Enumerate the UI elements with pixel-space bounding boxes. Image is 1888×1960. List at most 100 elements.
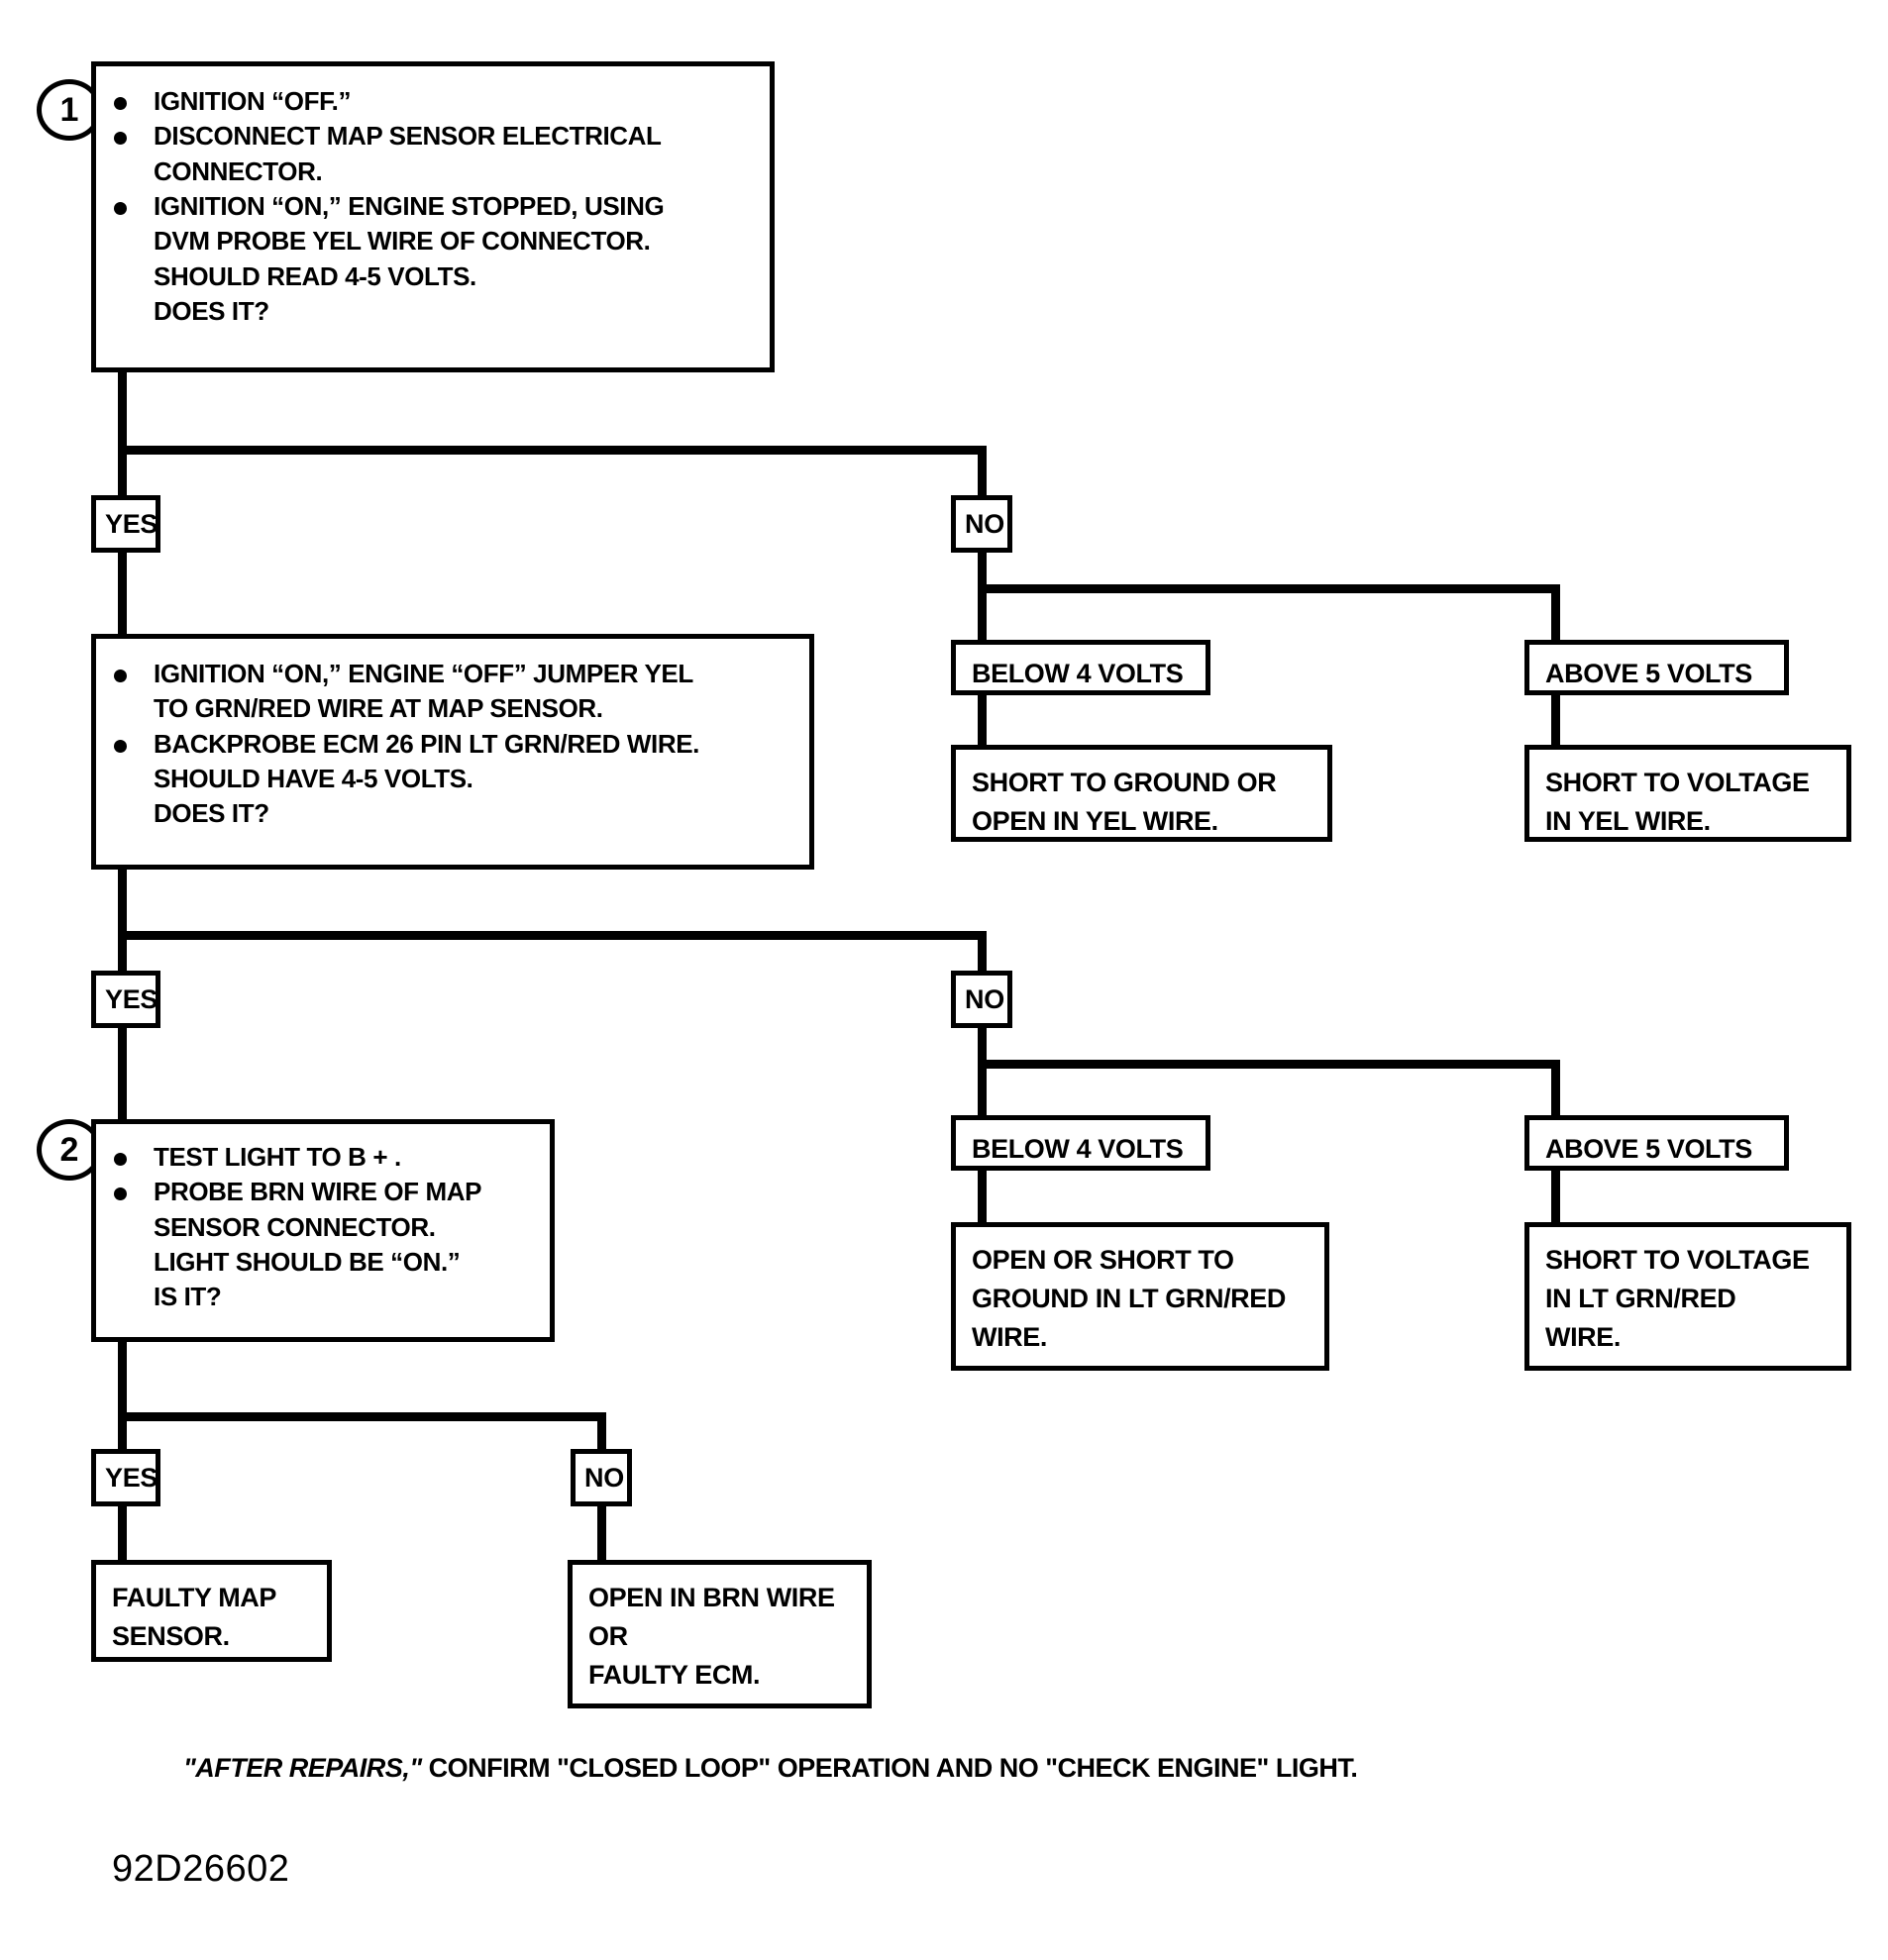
result-open-short-ltgrnred-line-2: GROUND IN LT GRN/RED xyxy=(972,1284,1286,1314)
step-2-line-3: BACKPROBE ECM 26 PIN LT GRN/RED WIRE. xyxy=(154,728,699,759)
step-1-line-6: SHOULD READ 4-5 VOLTS. xyxy=(154,260,476,291)
below-4-volts-box-1: BELOW 4 VOLTS xyxy=(951,640,1210,695)
step-3-line-3: SENSOR CONNECTOR. xyxy=(154,1211,436,1242)
below-4-volts-box-2: BELOW 4 VOLTS xyxy=(951,1115,1210,1171)
step-2-item-2: BACKPROBE ECM 26 PIN LT GRN/RED WIRE. SH… xyxy=(108,727,799,832)
step-marker-1-label: 1 xyxy=(59,90,79,129)
connector-below2-to-result xyxy=(978,1169,987,1228)
step-1-line-1: IGNITION “OFF.” xyxy=(154,86,352,116)
connector-above1-down xyxy=(1551,584,1560,640)
step-3-box: TEST LIGHT TO B + . PROBE BRN WIRE OF MA… xyxy=(91,1119,555,1342)
document-id: 92D26602 xyxy=(112,1848,290,1890)
after-repairs-emphasis: "AFTER REPAIRS," xyxy=(183,1753,422,1783)
step-2-line-1: IGNITION “ON,” ENGINE “OFF” JUMPER YEL xyxy=(154,659,693,688)
connector-no2-stem xyxy=(978,1026,987,1068)
step-3-line-4: LIGHT SHOULD BE “ON.” xyxy=(154,1247,461,1278)
step-1-item-1: IGNITION “OFF.” xyxy=(108,84,760,119)
step-3-item-2: PROBE BRN WIRE OF MAP SENSOR CONNECTOR. … xyxy=(108,1175,540,1314)
connector-above1-to-result xyxy=(1551,693,1560,751)
result-short-voltage-yel-line-1: SHORT TO VOLTAGE xyxy=(1545,768,1810,797)
branch-label-no-2-text: NO xyxy=(965,983,1004,1014)
branch-label-yes-1-text: YES xyxy=(105,508,158,539)
connector-no1-split xyxy=(978,584,1560,593)
connector-no3-to-result xyxy=(597,1504,606,1564)
connector-step3-down xyxy=(118,1342,127,1419)
branch-label-yes-3: YES xyxy=(91,1449,160,1506)
branch-label-no-1-text: NO xyxy=(965,508,1004,539)
connector-yes1-down xyxy=(118,446,127,499)
step-2-box: IGNITION “ON,” ENGINE “OFF” JUMPER YEL T… xyxy=(91,634,814,870)
branch-label-no-1: NO xyxy=(951,495,1012,553)
after-repairs-rest: CONFIRM "CLOSED LOOP" OPERATION AND NO "… xyxy=(421,1753,1358,1783)
result-short-ground-yel-box: SHORT TO GROUND OR OPEN IN YEL WIRE. xyxy=(951,745,1332,842)
branch-label-yes-2-text: YES xyxy=(105,983,158,1014)
result-open-short-ltgrnred-box: OPEN OR SHORT TO GROUND IN LT GRN/RED WI… xyxy=(951,1222,1329,1371)
branch-label-no-2: NO xyxy=(951,971,1012,1028)
connector-yes3-to-result xyxy=(118,1504,127,1564)
step-3-list: TEST LIGHT TO B + . PROBE BRN WIRE OF MA… xyxy=(108,1140,540,1315)
step-3-line-5: IS IT? xyxy=(154,1282,222,1312)
result-open-short-ltgrnred-line-3: WIRE. xyxy=(972,1322,1047,1353)
step-2-item-1: IGNITION “ON,” ENGINE “OFF” JUMPER YEL T… xyxy=(108,657,799,727)
step-1-line-5: DVM PROBE YEL WIRE OF CONNECTOR. xyxy=(154,226,651,257)
connector-yes3-down xyxy=(118,1412,127,1458)
above-5-volts-box-2: ABOVE 5 VOLTS xyxy=(1524,1115,1789,1171)
step-3-item-1: TEST LIGHT TO B + . xyxy=(108,1140,540,1175)
step-2-line-2: TO GRN/RED WIRE AT MAP SENSOR. xyxy=(154,693,603,724)
connector-above2-to-result xyxy=(1551,1169,1560,1228)
result-short-voltage-ltgrnred-line-1: SHORT TO VOLTAGE xyxy=(1545,1245,1810,1275)
connector-no2-down xyxy=(978,931,987,975)
result-short-ground-yel-line-1: SHORT TO GROUND OR xyxy=(972,768,1277,797)
result-open-brn-or-ecm-box: OPEN IN BRN WIRE OR FAULTY ECM. xyxy=(568,1560,872,1708)
connector-yes2-down xyxy=(118,931,127,975)
step-1-line-7: DOES IT? xyxy=(154,296,269,327)
branch-label-yes-3-text: YES xyxy=(105,1462,158,1493)
connector-step2-down xyxy=(118,870,127,939)
step-1-item-2: DISCONNECT MAP SENSOR ELECTRICAL CONNECT… xyxy=(108,119,760,189)
result-short-voltage-ltgrnred-line-2: IN LT GRN/RED xyxy=(1545,1284,1736,1314)
connector-no2-split xyxy=(978,1060,1560,1069)
result-open-brn-or-ecm-line-3: FAULTY ECM. xyxy=(588,1660,761,1691)
branch-label-no-3-text: NO xyxy=(584,1462,624,1493)
step-2-list: IGNITION “ON,” ENGINE “OFF” JUMPER YEL T… xyxy=(108,657,799,832)
result-open-brn-or-ecm-line-1: OPEN IN BRN WIRE xyxy=(588,1583,835,1612)
connector-split-1 xyxy=(118,446,987,455)
connector-below2-down xyxy=(978,1060,987,1117)
connector-above2-down xyxy=(1551,1060,1560,1117)
step-3-line-2: PROBE BRN WIRE OF MAP xyxy=(154,1177,482,1207)
step-1-list: IGNITION “OFF.” DISCONNECT MAP SENSOR EL… xyxy=(108,84,760,330)
step-1-box: IGNITION “OFF.” DISCONNECT MAP SENSOR EL… xyxy=(91,61,775,372)
step-2-line-4: SHOULD HAVE 4-5 VOLTS. xyxy=(154,764,473,794)
result-faulty-map-sensor-box: FAULTY MAP SENSOR. xyxy=(91,1560,332,1662)
connector-below1-to-result xyxy=(978,693,987,751)
below-4-volts-label-2: BELOW 4 VOLTS xyxy=(972,1134,1184,1164)
step-3-line-1: TEST LIGHT TO B + . xyxy=(154,1142,401,1172)
above-5-volts-label-1: ABOVE 5 VOLTS xyxy=(1545,659,1752,688)
result-open-short-ltgrnred-line-1: OPEN OR SHORT TO xyxy=(972,1245,1234,1275)
step-1-item-3: IGNITION “ON,” ENGINE STOPPED, USING DVM… xyxy=(108,189,760,329)
connector-no1-down xyxy=(978,446,987,499)
below-4-volts-label-1: BELOW 4 VOLTS xyxy=(972,659,1184,688)
step-marker-2-label: 2 xyxy=(59,1130,79,1169)
result-short-voltage-ltgrnred-line-3: WIRE. xyxy=(1545,1322,1621,1353)
above-5-volts-box-1: ABOVE 5 VOLTS xyxy=(1524,640,1789,695)
result-short-voltage-yel-line-2: IN YEL WIRE. xyxy=(1545,806,1711,837)
connector-step1-down xyxy=(118,372,127,452)
result-short-voltage-yel-box: SHORT TO VOLTAGE IN YEL WIRE. xyxy=(1524,745,1851,842)
connector-yes2-to-step3 xyxy=(118,1026,127,1125)
step-2-line-5: DOES IT? xyxy=(154,798,269,829)
connector-no3-down xyxy=(597,1412,606,1458)
step-1-line-4: IGNITION “ON,” ENGINE STOPPED, USING xyxy=(154,191,665,222)
above-5-volts-label-2: ABOVE 5 VOLTS xyxy=(1545,1134,1752,1164)
branch-label-yes-2: YES xyxy=(91,971,160,1028)
step-1-line-2: DISCONNECT MAP SENSOR ELECTRICAL xyxy=(154,121,662,152)
result-faulty-map-sensor-line-1: FAULTY MAP xyxy=(112,1583,277,1612)
result-faulty-map-sensor-line-2: SENSOR. xyxy=(112,1621,230,1652)
result-short-ground-yel-line-2: OPEN IN YEL WIRE. xyxy=(972,806,1218,837)
result-short-voltage-ltgrnred-box: SHORT TO VOLTAGE IN LT GRN/RED WIRE. xyxy=(1524,1222,1851,1371)
branch-label-no-3: NO xyxy=(571,1449,632,1506)
branch-label-yes-1: YES xyxy=(91,495,160,553)
result-open-brn-or-ecm-line-2: OR xyxy=(588,1621,628,1652)
connector-split-2 xyxy=(118,931,987,940)
